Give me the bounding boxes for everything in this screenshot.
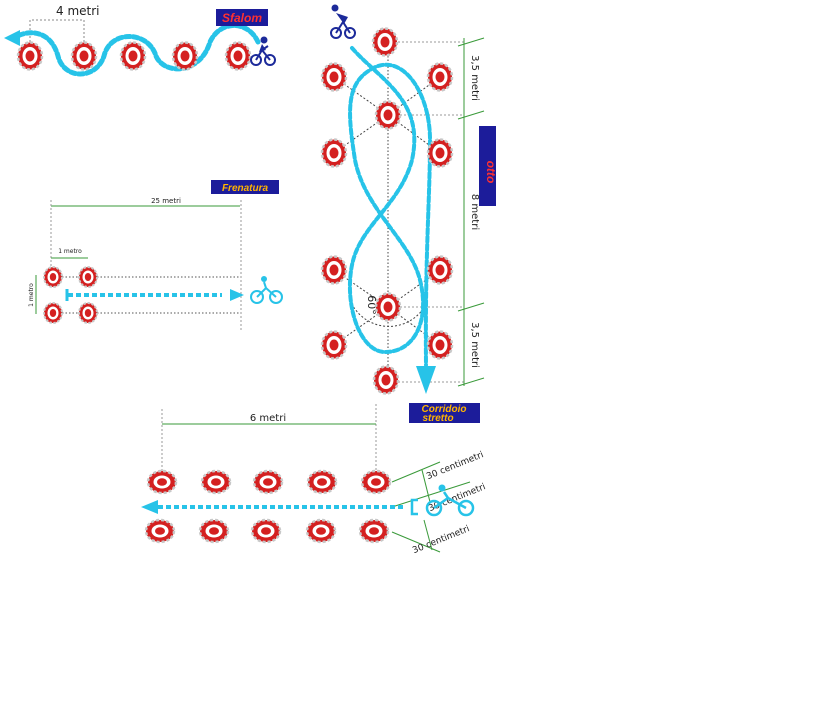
otto-cone	[374, 292, 402, 322]
corridoio-title-badge	[409, 403, 480, 423]
otto-angle-label: 60°	[365, 295, 378, 315]
frenatura-cone	[43, 302, 63, 324]
corridoio-cone	[305, 518, 337, 544]
frenatura-cone	[78, 266, 98, 288]
otto-cone	[426, 62, 454, 92]
slalom-distance-label: 4 metri	[56, 4, 100, 18]
frenatura-title: Frenatura	[222, 183, 269, 194]
corridoio-gap-top-label: 30 centimetri	[425, 450, 485, 482]
otto-cone	[371, 27, 399, 57]
otto-dimension-guides	[398, 41, 464, 383]
otto-section: otto 60° 3,5 metri 8 metri 3,5 metri	[320, 4, 498, 395]
frenatura-arrow	[230, 289, 244, 301]
frenatura-spacing-label: 1 metro	[58, 248, 82, 255]
slalom-cone	[16, 41, 44, 71]
corridoio-cone	[146, 469, 178, 495]
otto-path	[347, 46, 433, 367]
otto-arrowhead	[416, 366, 436, 394]
corridoio-gap-dimensions	[391, 461, 471, 553]
corridoio-title-line1: Corridoio	[422, 404, 467, 415]
corridoio-arrowhead	[141, 500, 158, 514]
frenatura-width-label: 1 metro	[28, 283, 35, 307]
slalom-cone	[70, 41, 98, 71]
rider-icon	[250, 276, 283, 304]
otto-cone	[320, 255, 348, 285]
corridoio-cone	[358, 518, 390, 544]
corridoio-section: Corridoio stretto 6 metri 30 centimetri …	[141, 403, 487, 556]
otto-middle-label: 8 metri	[469, 194, 480, 230]
slalom-cone	[119, 41, 147, 71]
otto-cone	[320, 330, 348, 360]
otto-cone	[426, 255, 454, 285]
corridoio-cone	[198, 518, 230, 544]
slalom-cone	[171, 41, 199, 71]
corridoio-gap-bottom-label: 30 centimetri	[411, 524, 471, 556]
slalom-section: 4 metri Sfalom	[4, 4, 276, 77]
corridoio-length-label: 6 metri	[250, 413, 286, 424]
slalom-cone	[224, 41, 252, 71]
corridoio-cone	[250, 518, 282, 544]
frenatura-section: Frenatura 25 metri 1 metro 1 metro	[28, 180, 283, 330]
otto-cone	[374, 100, 402, 130]
frenatura-cone	[43, 266, 63, 288]
corridoio-title-line2: stretto	[422, 413, 453, 424]
slalom-title: Sfalom	[222, 11, 262, 25]
rider-icon	[330, 4, 356, 39]
corridoio-cone	[306, 469, 338, 495]
corridoio-gap-mid-label: 30 centimetri	[427, 482, 487, 514]
rider-icon	[425, 484, 475, 517]
corridoio-cone	[200, 469, 232, 495]
frenatura-cone	[78, 302, 98, 324]
otto-bottom-label: 3,5 metri	[469, 322, 480, 368]
corridoio-cone	[360, 469, 392, 495]
otto-dimension-lines	[457, 37, 485, 387]
corridoio-cone	[252, 469, 284, 495]
slalom-title-badge	[216, 9, 268, 26]
otto-cone	[372, 365, 400, 395]
corridoio-cone	[144, 518, 176, 544]
slalom-path	[11, 23, 261, 77]
otto-angle-arc	[349, 299, 429, 327]
otto-title-badge	[479, 126, 496, 206]
otto-cone	[426, 138, 454, 168]
rider-icon	[250, 36, 276, 66]
otto-cone	[426, 330, 454, 360]
frenatura-length-label: 25 metri	[151, 197, 181, 205]
otto-title: otto	[484, 161, 498, 184]
otto-cone	[320, 62, 348, 92]
frenatura-title-badge	[211, 180, 279, 194]
otto-cone	[320, 138, 348, 168]
slalom-arrowhead	[4, 30, 20, 46]
slalom-distance-bracket	[29, 19, 85, 42]
otto-top-label: 3,5 metri	[469, 55, 480, 101]
